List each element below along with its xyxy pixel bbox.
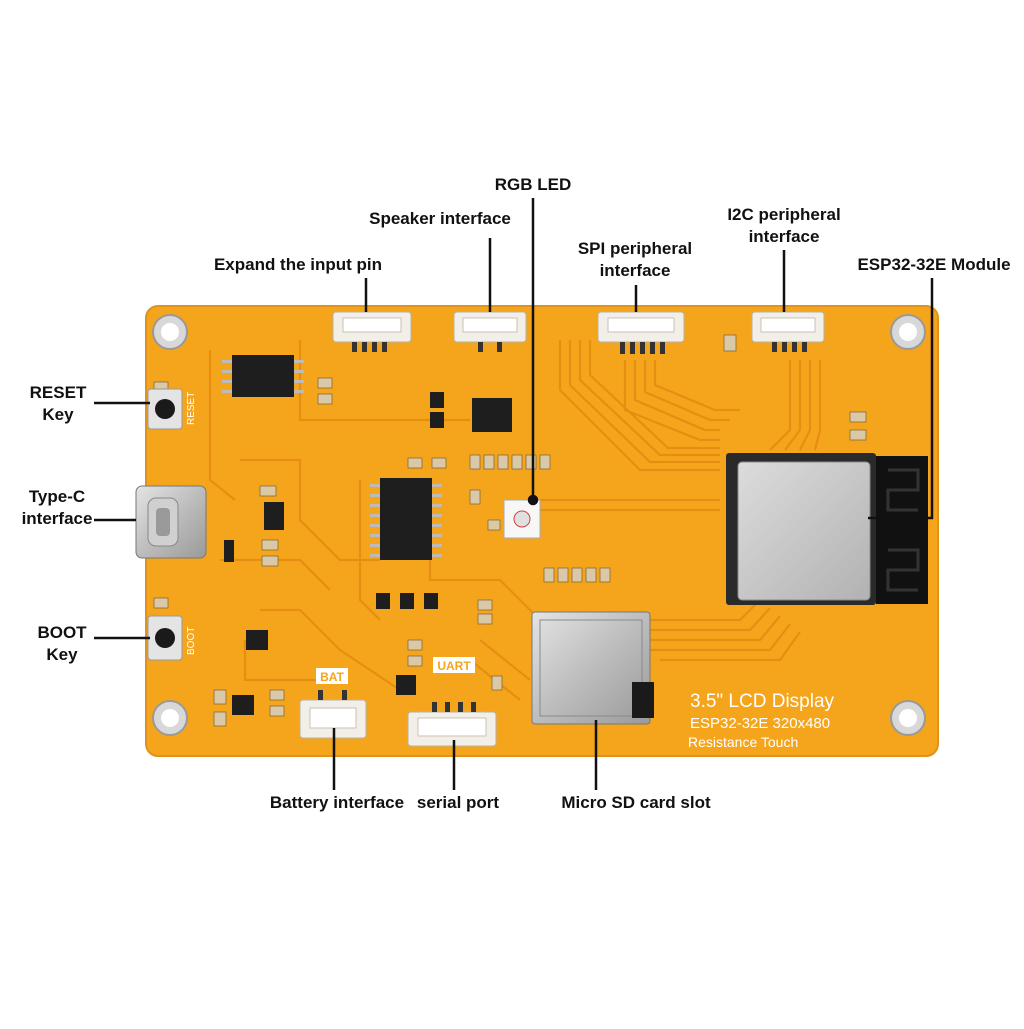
label-boot-key: BOOT Key (24, 622, 100, 666)
label-micro-sd: Micro SD card slot (561, 793, 711, 812)
label-rgb-led: RGB LED (494, 175, 572, 194)
mounting-holes (152, 314, 926, 736)
label-spi-line2: interface (599, 261, 671, 280)
pcb-traces (208, 340, 822, 701)
silk-module-res: ESP32-32E 320x480 (690, 715, 830, 732)
label-spi-interface: SPI peripheral interface (560, 238, 710, 282)
bat-tag-bg (316, 668, 348, 684)
reset-button-part (147, 388, 183, 430)
label-serial-port: serial port (416, 793, 500, 812)
callout-lines (94, 198, 934, 790)
silk-boot: BOOT (186, 627, 197, 655)
label-i2c-interface: I2C peripheral interface (712, 204, 856, 248)
label-type-c: Type-C interface (14, 486, 100, 530)
ic-chips (222, 355, 512, 715)
label-typec-line2: interface (21, 509, 93, 528)
connector-spi (597, 311, 685, 354)
label-i2c-line1: I2C peripheral (727, 205, 841, 224)
label-spi-line1: SPI peripheral (577, 239, 693, 258)
label-speaker-interface: Speaker interface (369, 209, 511, 228)
rgb-led-part (503, 499, 541, 539)
boot-button-part (147, 615, 183, 661)
label-boot-line1: BOOT (37, 623, 87, 642)
silk-display-title: 3.5" LCD Display (690, 691, 835, 712)
connector-battery (299, 690, 367, 739)
silk-touch-type: Resistance Touch (688, 734, 798, 750)
esp32-module-part (726, 453, 928, 605)
uart-tag-bg (433, 657, 475, 673)
label-expand-input-pin: Expand the input pin (213, 255, 383, 274)
label-battery-interface: Battery interface (269, 793, 405, 812)
silk-bat: BAT (320, 670, 344, 684)
label-esp32-module: ESP32-32E Module (857, 255, 1011, 274)
label-reset-line1: RESET (29, 383, 87, 402)
label-reset-key: RESET Key (20, 382, 96, 426)
connector-i2c (751, 311, 825, 352)
connector-serial (407, 702, 497, 747)
connector-expand-input (332, 311, 412, 352)
label-boot-line2: Key (46, 645, 78, 664)
passive-components (153, 334, 867, 727)
silk-uart: UART (437, 659, 471, 673)
connector-speaker (453, 311, 527, 352)
label-typec-line1: Type-C (28, 487, 86, 506)
silk-reset: RESET (186, 392, 197, 425)
label-i2c-line2: interface (748, 227, 820, 246)
type-c-port (135, 485, 207, 559)
micro-sd-slot-part (531, 611, 654, 725)
label-reset-line2: Key (42, 405, 74, 424)
